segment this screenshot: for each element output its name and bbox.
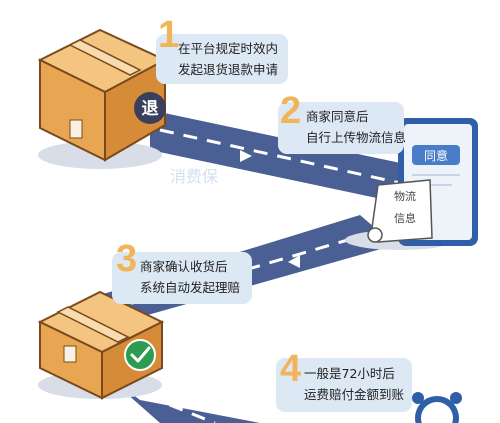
- step-4-line-1: 一般是72小时后: [304, 366, 395, 381]
- alarm-clock-icon: [412, 392, 462, 423]
- watermark-logo: 消费保: [170, 167, 218, 186]
- receipt-line-2: 信息: [394, 211, 416, 225]
- step-1-number: 1: [158, 14, 180, 56]
- step-4-line-2: 运费赔付金额到账: [304, 387, 405, 402]
- step-1-line-1: 在平台规定时效内: [178, 41, 279, 56]
- step-1-bubble: [156, 34, 288, 84]
- return-badge-icon: [134, 92, 166, 124]
- step-1-line-2: 发起退货退款申请: [178, 62, 279, 77]
- step-2-bubble: [278, 102, 404, 154]
- step-3-line-1: 商家确认收货后: [140, 259, 228, 274]
- check-icon: [124, 339, 156, 371]
- step-2-number: 2: [280, 90, 302, 132]
- arrow-icon: [288, 255, 300, 268]
- step-2-line-2: 自行上传物流信息: [306, 130, 407, 145]
- phone-badge: 同意: [424, 148, 448, 163]
- box-label: 退: [142, 99, 159, 119]
- step-3-number: 3: [116, 238, 138, 280]
- step-4-number: 4: [280, 348, 302, 390]
- step-4-bubble: [276, 358, 412, 412]
- step-3-bubble: [112, 252, 252, 304]
- road-dash-1: [159, 128, 401, 185]
- receipt-icon: [367, 179, 433, 243]
- road-dash-3: [124, 385, 216, 423]
- receipt-line-1: 物流: [394, 189, 416, 203]
- step-2-line-1: 商家同意后: [306, 109, 369, 124]
- step-3-line-2: 系统自动发起理赔: [140, 280, 241, 295]
- arrow-icon: [240, 150, 252, 162]
